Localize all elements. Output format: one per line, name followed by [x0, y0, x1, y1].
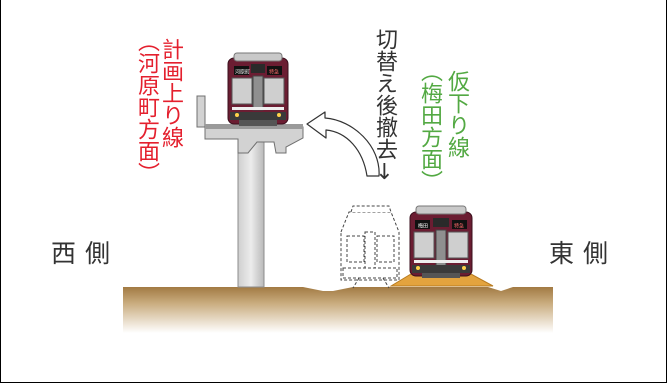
- planned-line-label: 計画上り線: [158, 38, 183, 148]
- upper-destination-plate: 河原町: [235, 69, 250, 76]
- removal-note: 切替え後撤去↓: [372, 28, 397, 185]
- west-side-label: 西側: [51, 239, 120, 268]
- planned-line-note: （河原町方面）: [134, 30, 159, 184]
- ground: [123, 287, 553, 333]
- temporary-line-note: （梅田方面）: [417, 60, 442, 192]
- temporary-line-label: 仮下り線: [444, 70, 469, 158]
- planned-line-train: [227, 52, 289, 126]
- upper-type-plate: 特急: [269, 69, 279, 76]
- east-side-label: 東側: [549, 239, 618, 268]
- curved-arrow-icon: [306, 111, 380, 177]
- temporary-line-train: [409, 205, 473, 278]
- lower-destination-plate: 梅田: [418, 223, 428, 230]
- viaduct-deck: [196, 95, 304, 154]
- viaduct-pillar: [237, 137, 265, 288]
- lower-type-plate: 特急: [454, 223, 464, 230]
- removed-train-outline: [340, 205, 400, 289]
